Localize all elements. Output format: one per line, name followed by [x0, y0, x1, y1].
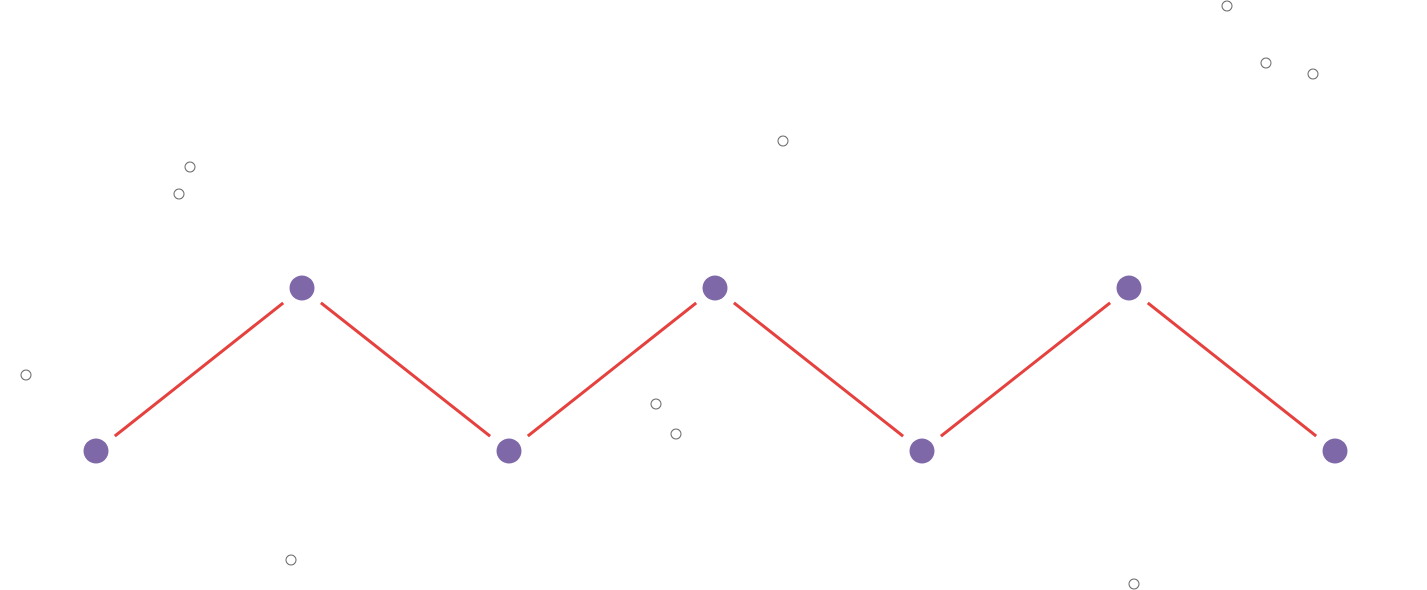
decorative-marker [184, 161, 196, 173]
decorative-marker [1307, 68, 1319, 80]
chain-node [496, 438, 522, 464]
decorative-marker [650, 398, 662, 410]
decorative-marker [285, 554, 297, 566]
chain-node [909, 438, 935, 464]
decorative-marker [670, 428, 682, 440]
chain-edge [939, 301, 1112, 438]
chain-nodes [83, 275, 1348, 464]
chain-edge [526, 301, 698, 438]
decorative-marker [20, 369, 32, 381]
chain-edges [113, 301, 1318, 438]
chain-edge [113, 301, 285, 438]
chain-node [83, 438, 109, 464]
decorative-marker [173, 188, 185, 200]
decorative-marker [1260, 57, 1272, 69]
chain-node [702, 275, 728, 301]
decorative-marker [777, 135, 789, 147]
chain-node [289, 275, 315, 301]
chain-node [1116, 275, 1142, 301]
chain-node [1322, 438, 1348, 464]
chain-edge [732, 301, 905, 438]
decorative-marker [1128, 578, 1140, 590]
decorative-markers [20, 0, 1319, 590]
chain-edge [1146, 301, 1318, 438]
chain-edge [319, 301, 492, 438]
decorative-marker [1221, 0, 1233, 12]
